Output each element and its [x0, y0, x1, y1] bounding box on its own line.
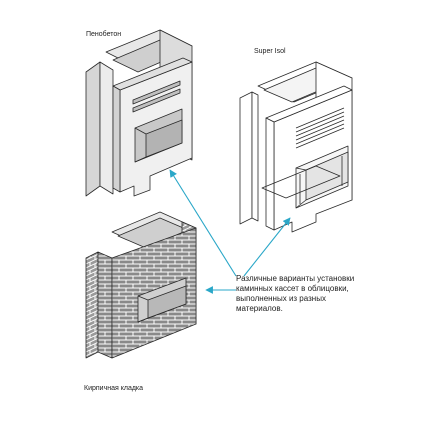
- foam-vent-slot-1: [132, 80, 181, 105]
- isol-hearth-plate: [261, 165, 341, 199]
- diagram-caption: Различные варианты установки каминных ка…: [236, 274, 376, 314]
- foam-vent-slot-2: [132, 88, 181, 113]
- label-foam-concrete: Пенобетон: [86, 31, 122, 38]
- foam-left-pillar-side: [85, 61, 101, 197]
- arrow-to-foam: [169, 169, 237, 277]
- caption-line: материалов.: [236, 304, 283, 313]
- caption-line: каминных кассет в облицовки,: [236, 284, 349, 293]
- isol-front-left-edge: [265, 117, 275, 231]
- brick-firebox-back: [147, 285, 187, 319]
- brick-left-front: [97, 251, 113, 359]
- label-brick-masonry: Кирпичная кладка: [84, 385, 144, 392]
- pointer-arrows: [169, 169, 291, 294]
- super-isol-cladding: [239, 61, 353, 233]
- isol-left-panel-face: [251, 91, 259, 222]
- brick-left-side: [85, 251, 99, 359]
- foam-front-left-edge: [112, 85, 121, 193]
- foam-concrete-cladding: [85, 29, 193, 197]
- isol-left-panel: [239, 91, 253, 225]
- foam-firebox-inner: [145, 119, 183, 158]
- brick-cladding: [85, 211, 197, 359]
- arrow-to-isol: [243, 217, 291, 277]
- caption-line: Различные варианты установки: [236, 274, 355, 283]
- caption-line: выполненных из разных: [236, 294, 326, 303]
- foam-left-pillar-front: [99, 61, 114, 195]
- isol-vent-slots: [295, 107, 345, 149]
- label-super-isol: Super Isol: [254, 48, 286, 55]
